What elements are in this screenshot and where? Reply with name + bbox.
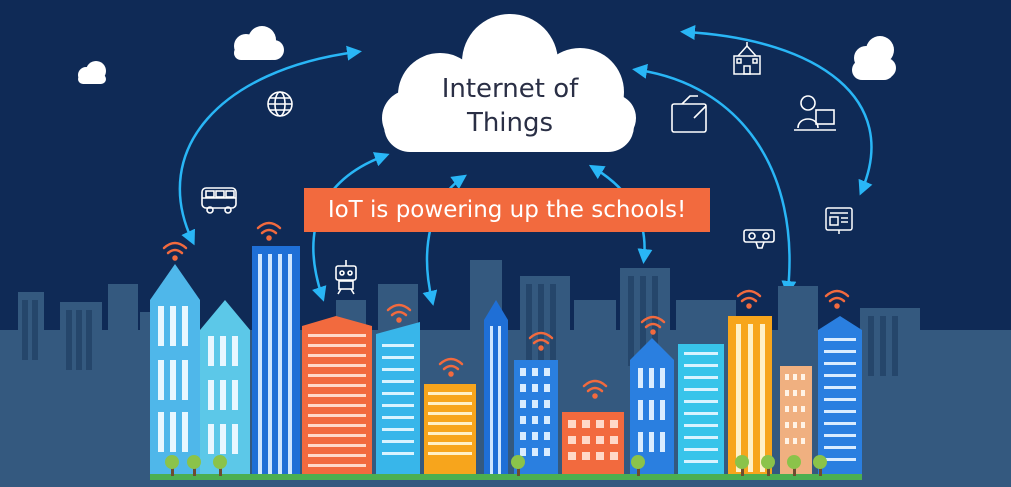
tree <box>761 455 775 476</box>
tree <box>787 455 801 476</box>
building-sky-blue <box>376 322 420 478</box>
building-light-blue-left <box>150 264 200 478</box>
small-cloud-left <box>78 61 106 84</box>
tree <box>213 455 227 476</box>
bottom-dark-strip <box>0 480 1011 487</box>
news-monitor-icon <box>825 207 853 234</box>
wifi-icon <box>582 379 608 399</box>
tree <box>631 455 645 476</box>
wifi-icon <box>528 331 554 351</box>
wifi-icon <box>386 303 412 323</box>
robot-icon <box>335 260 357 295</box>
wifi-signal-icons <box>162 221 850 399</box>
trees <box>165 455 827 476</box>
school-building-icon <box>733 42 761 75</box>
tree <box>187 455 201 476</box>
building-blue-striped-right <box>818 316 862 478</box>
cloud-title: Internet of Things <box>400 72 620 140</box>
teacher-computer-icon <box>794 95 836 131</box>
cloud-title-line2: Things <box>466 108 554 138</box>
globe-icon <box>267 91 293 117</box>
wifi-icon <box>162 241 188 261</box>
internet-of-things-cloud <box>382 14 636 152</box>
building-orange-striped <box>302 316 372 478</box>
building-orange-low <box>562 412 624 478</box>
building-blue-peaked <box>630 338 674 478</box>
wifi-icon <box>736 289 762 309</box>
building-yellow-tall <box>728 316 772 478</box>
bus-icon <box>201 187 237 214</box>
building-spire-blue <box>484 300 508 478</box>
tree <box>511 455 525 476</box>
tree <box>165 455 179 476</box>
building-cyan-right <box>678 344 724 478</box>
tree <box>735 455 749 476</box>
building-yellow-small <box>424 384 476 478</box>
tablet-icon <box>671 95 707 133</box>
arrow-right-outer <box>680 25 873 196</box>
building-cyan-left <box>200 300 250 478</box>
projector-icon <box>743 229 775 249</box>
wifi-icon <box>824 289 850 309</box>
building-blue-tall <box>252 246 300 478</box>
wifi-icon <box>640 315 666 335</box>
arrow-left-big <box>178 45 362 246</box>
wifi-icon <box>256 221 282 241</box>
wifi-icon <box>438 357 464 377</box>
foreground-buildings <box>150 246 862 478</box>
tree <box>813 455 827 476</box>
cloud-title-line1: Internet of <box>441 74 579 104</box>
headline-banner: IoT is powering up the schools! <box>304 188 710 232</box>
